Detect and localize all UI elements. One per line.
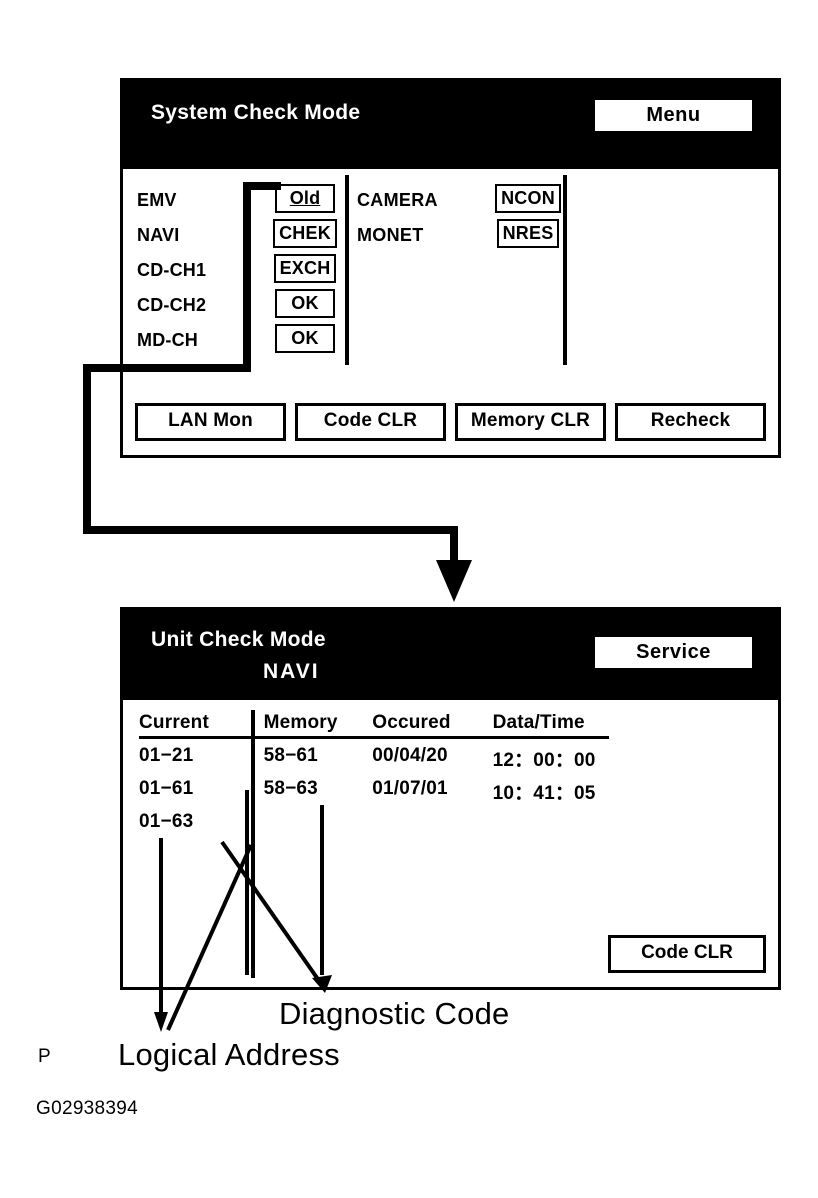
code-clr-button[interactable]: Code CLR — [608, 935, 766, 973]
table-row: 01−21 58−61 00/04/20 12：00：00 — [139, 739, 609, 772]
cell-memory — [252, 811, 373, 833]
column-divider-left — [345, 175, 349, 365]
system-check-mode-panel: System Check Mode Menu EMV NAVI CD-CH1 C… — [120, 78, 781, 458]
page-marker: P — [38, 1046, 51, 1067]
service-button[interactable]: Service — [595, 637, 752, 668]
panel2-body: Current Memory Occured Data/Time 01−21 5… — [123, 700, 778, 987]
flow-connector-segment — [243, 182, 281, 190]
panel2-title: Unit Check Mode — [151, 628, 326, 651]
unit-check-mode-panel: Unit Check Mode NAVI Service Current Mem… — [120, 607, 781, 990]
unit-name-column: EMV NAVI CD-CH1 CD-CH2 MD-CH — [137, 183, 257, 358]
cell-occured: 00/04/20 — [372, 745, 448, 766]
cell-current: 01−21 — [139, 745, 194, 766]
figure-id-label: G02938394 — [36, 1098, 139, 1119]
status-badge-exch[interactable]: EXCH — [273, 254, 337, 283]
diagnostic-code-table: Current Memory Occured Data/Time 01−21 5… — [139, 712, 609, 833]
cell-memory: 58−61 — [263, 745, 318, 766]
cell-datetime: 10：41：05 — [492, 783, 596, 804]
cell-occured: 01/07/01 — [372, 778, 448, 799]
unit-row: NAVI — [137, 225, 180, 245]
status-badge-nres[interactable]: NRES — [496, 219, 560, 248]
flow-connector-segment — [243, 182, 251, 372]
table-row: 01−63 — [139, 805, 609, 833]
status-cell: Old — [271, 181, 339, 216]
unit-row: CD-CH2 — [137, 295, 207, 315]
column-header-datetime: Data/Time — [492, 712, 585, 733]
callout-label-logical-address: Logical Address — [118, 1037, 340, 1072]
callout-label-diagnostic-code: Diagnostic Code — [279, 996, 510, 1031]
lan-mon-button[interactable]: LAN Mon — [135, 403, 286, 441]
unit-row: CD-CH1 — [137, 260, 207, 280]
status-cell: OK — [271, 321, 339, 356]
panel1-title: System Check Mode — [151, 101, 361, 124]
device-row: CAMERA — [357, 190, 438, 210]
cell-datetime — [493, 811, 609, 833]
status-cell: OK — [271, 286, 339, 321]
device-name-column: CAMERA MONET — [357, 183, 507, 253]
flow-connector-segment — [83, 364, 91, 534]
column-divider-right — [563, 175, 567, 365]
cell-current: 01−61 — [139, 778, 194, 799]
panel1-button-row: LAN Mon Code CLR Memory CLR Recheck — [135, 403, 766, 441]
memory-clr-button[interactable]: Memory CLR — [455, 403, 606, 441]
network-status-cell: NCON — [493, 181, 563, 216]
column-header-occured: Occured — [372, 712, 451, 733]
code-clr-button[interactable]: Code CLR — [295, 403, 446, 441]
recheck-button[interactable]: Recheck — [615, 403, 766, 441]
flow-connector-segment — [450, 526, 458, 564]
device-row: MONET — [357, 225, 424, 245]
table-row: 01−61 58−63 01/07/01 10：41：05 — [139, 772, 609, 805]
status-cell: EXCH — [271, 251, 339, 286]
column-header-memory: Memory — [263, 712, 338, 733]
status-badge-ncon[interactable]: NCON — [495, 184, 561, 213]
network-status-cell: NRES — [493, 216, 563, 251]
status-badge-ok-1[interactable]: OK — [275, 289, 335, 318]
menu-button[interactable]: Menu — [595, 100, 752, 131]
cell-datetime: 12：00：00 — [492, 750, 596, 771]
panel2-header: Unit Check Mode NAVI Service — [123, 610, 778, 700]
unit-row: EMV — [137, 190, 177, 210]
flow-connector-segment — [83, 364, 251, 372]
column-header-current: Current — [139, 712, 210, 733]
status-badge-old[interactable]: Old — [275, 184, 335, 213]
flow-connector-segment — [83, 526, 458, 534]
unit-row: MD-CH — [137, 330, 198, 350]
panel2-subtitle-unit: NAVI — [263, 660, 320, 683]
cell-memory: 58−63 — [263, 778, 318, 799]
flow-arrow-icon — [436, 560, 472, 602]
status-cell: CHEK — [271, 216, 339, 251]
cell-occured — [372, 811, 492, 833]
cell-current: 01−63 — [139, 811, 194, 832]
panel1-header: System Check Mode Menu — [123, 81, 778, 169]
unit-status-column: Old CHEK EXCH OK OK — [271, 181, 339, 356]
table-header-row: Current Memory Occured Data/Time — [139, 712, 609, 739]
network-status-column: NCON NRES — [493, 181, 563, 251]
panel1-body: EMV NAVI CD-CH1 CD-CH2 MD-CH Old CHEK EX… — [123, 169, 778, 455]
status-badge-chek[interactable]: CHEK — [273, 219, 337, 248]
status-badge-ok-2[interactable]: OK — [275, 324, 335, 353]
